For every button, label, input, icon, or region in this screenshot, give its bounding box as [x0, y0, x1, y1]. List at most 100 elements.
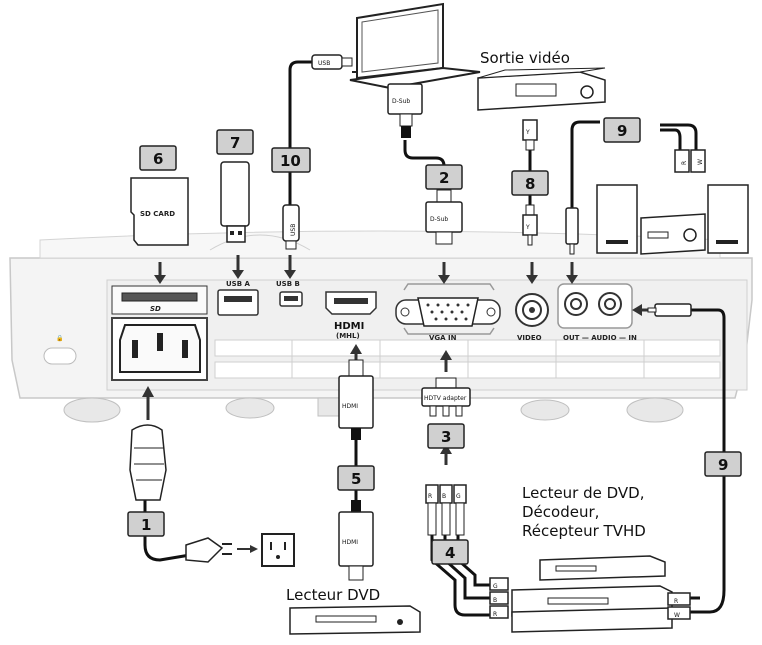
svg-text:5: 5: [351, 470, 361, 488]
usb-plug-label: USB: [318, 60, 330, 67]
component-rbg-connectors: R B G: [425, 484, 467, 536]
badge-2: 2: [425, 164, 463, 190]
badge-1: 1: [127, 511, 165, 537]
arrow-audio-out: [566, 262, 578, 284]
wall-outlet-icon: [261, 533, 295, 567]
dvd-decoder-receiver: [511, 555, 673, 633]
rbg-b-label: B: [442, 493, 446, 500]
kensington-lock-icon: 🔒: [43, 334, 77, 365]
vga-in-port[interactable]: VGA IN: [395, 283, 501, 342]
badge-6: 6: [139, 145, 177, 171]
hdtv-adapter: HDTV adapter: [421, 377, 471, 417]
arrow-sd: [154, 262, 166, 284]
usb-cable-label: USB: [290, 224, 297, 236]
dsub-top-label: D-Sub: [392, 98, 410, 105]
audio-plug-top: [565, 207, 579, 255]
usb-cable-plug: USB: [311, 54, 353, 70]
usb-a-port[interactable]: USB A: [217, 280, 259, 316]
dvd-player-caption: Lecteur DVD: [286, 586, 380, 604]
hdmi-port[interactable]: HDMI (MHL): [325, 291, 377, 340]
arrow-usb-b: [284, 255, 296, 279]
usb-b-port[interactable]: USB B: [276, 280, 303, 307]
audio-rw-connectors-top: R W: [674, 149, 706, 173]
video-port-label: VIDEO: [517, 334, 542, 342]
sd-card-label: SD CARD: [140, 210, 175, 218]
svg-text:10: 10: [280, 152, 301, 170]
badge-8: 8: [511, 170, 549, 196]
usb-a-port-label: USB A: [226, 280, 250, 288]
hdmi-top-label: HDMI: [342, 403, 358, 410]
arrow-video: [526, 262, 538, 284]
badge-9-top: 9: [603, 117, 641, 143]
badge-3: 3: [427, 423, 465, 449]
svg-text:9: 9: [718, 456, 728, 474]
badge-7: 7: [216, 129, 254, 155]
badge-4: 4: [431, 539, 469, 565]
rbg-r-label: R: [428, 493, 432, 500]
power-cord-plug: [129, 424, 232, 563]
rbg2-b-label: B: [493, 597, 497, 604]
arrow-component: [440, 444, 452, 465]
badge-10: 10: [271, 147, 311, 173]
dvd-player: [289, 605, 421, 635]
dsub-bottom-label: D-Sub: [430, 216, 448, 223]
power-inlet-port[interactable]: [111, 317, 208, 381]
video-y-connector-top: Y: [522, 119, 538, 151]
svg-text:8: 8: [525, 175, 535, 193]
arrow-outlet: [237, 545, 258, 553]
video-y-connector-bottom: Y: [522, 204, 538, 246]
audio-rw-connectors-right: R W: [667, 592, 691, 620]
rbg2-r-label: R: [493, 611, 497, 618]
laptop: [349, 2, 481, 90]
speakers-system: [596, 184, 749, 255]
badge-5: 5: [337, 465, 375, 491]
sd-card-slot[interactable]: SD: [111, 285, 208, 315]
svg-text:9: 9: [617, 122, 627, 140]
usb-b-connector: USB: [282, 204, 300, 250]
w-top-label: W: [697, 159, 704, 165]
svg-text:6: 6: [153, 150, 163, 168]
hdmi-port-label: HDMI: [334, 321, 364, 332]
video-output-device: [477, 67, 606, 111]
arrow-vga-adapter: [440, 350, 452, 372]
dvd-caption-line3: Récepteur TVHD: [522, 522, 646, 540]
svg-text:7: 7: [230, 134, 240, 152]
hdmi-connector-bottom: HDMI: [338, 500, 374, 581]
r-right-label: R: [674, 598, 678, 605]
dsub-connector-top: D-Sub: [387, 83, 423, 138]
hdmi-connector-top: HDMI: [338, 359, 374, 440]
svg-text:4: 4: [445, 544, 455, 562]
arrow-vga: [438, 262, 450, 284]
vga-in-port-label: VGA IN: [429, 334, 457, 342]
badge-9-right: 9: [704, 451, 742, 477]
y-top-label: Y: [525, 129, 530, 136]
audio-ports[interactable]: OUT — AUDIO — IN: [557, 283, 637, 342]
w-right-label: W: [674, 612, 680, 619]
rbg2-g-label: G: [493, 583, 498, 590]
vent-slots: [214, 339, 721, 379]
video-out-caption: Sortie vidéo: [480, 49, 570, 67]
svg-text:3: 3: [441, 428, 451, 446]
svg-text:1: 1: [141, 516, 151, 534]
dvd-caption-line2: Décodeur,: [522, 503, 599, 521]
component-rbg-connectors-dvd: G B R: [489, 577, 509, 619]
step-badges: 1 2 3 4 5 6 7 8: [127, 117, 742, 565]
rbg-g-label: G: [456, 493, 461, 500]
r-top-label: R: [681, 161, 688, 165]
svg-text:2: 2: [439, 169, 449, 187]
usb-stick: [220, 161, 250, 243]
hdtv-adapter-label: HDTV adapter: [424, 395, 467, 402]
arrow-power: [142, 386, 154, 420]
audio-port-label: OUT — AUDIO — IN: [563, 334, 637, 342]
usb-b-port-label: USB B: [276, 280, 300, 288]
video-port[interactable]: VIDEO: [515, 293, 549, 342]
hdmi-bottom-label: HDMI: [342, 539, 358, 546]
y-bottom-label: Y: [525, 224, 530, 231]
projector-feet: [63, 397, 684, 423]
sd-card: SD CARD: [130, 177, 189, 246]
mhl-port-label: (MHL): [336, 332, 360, 340]
audio-plug-right: [647, 303, 692, 317]
dvd-caption-line1: Lecteur de DVD,: [522, 484, 645, 502]
sd-port-label: SD: [150, 305, 161, 313]
